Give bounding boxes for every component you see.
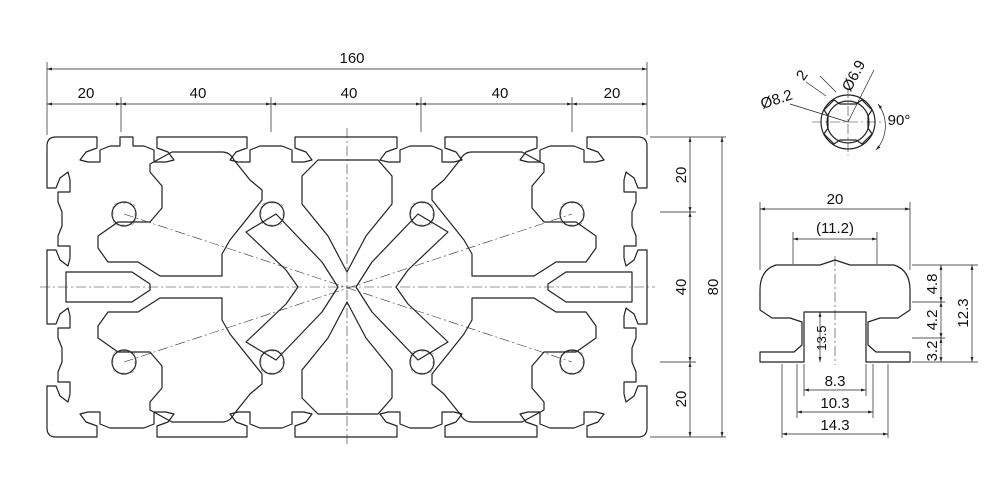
slot-depth-center: 13.5 xyxy=(814,325,829,350)
bore-hole xyxy=(111,349,137,375)
dim-width-3: 40 xyxy=(341,85,358,102)
main-profile: 160 20 40 40 40 20 20 40 20 80 xyxy=(40,50,726,446)
inner-cavities xyxy=(65,151,633,423)
top-dimensions: 160 20 40 40 40 20 xyxy=(46,50,648,135)
profile-outline xyxy=(46,136,648,438)
slot-bottom-width-2: 10.3 xyxy=(820,395,849,412)
bore-outer-diameter: Ø8.2 xyxy=(759,87,795,113)
bore-detail: Ø8.2 Ø6.9 2 90° xyxy=(759,58,911,156)
bore-angle: 90° xyxy=(888,112,911,129)
slot-detail: 20 (11.2) 13.5 4.8 4.2 3.2 12.3 xyxy=(759,191,978,438)
dim-width-1: 20 xyxy=(78,85,95,102)
bore-hole xyxy=(259,201,285,227)
slot-height-1: 4.8 xyxy=(924,274,941,295)
bore-hole xyxy=(559,349,585,375)
slot-bottom-width-3: 14.3 xyxy=(820,417,849,434)
bore-holes xyxy=(111,201,585,375)
slot-total-height: 12.3 xyxy=(955,298,972,327)
dim-overall-height: 80 xyxy=(705,279,722,296)
bore-hole xyxy=(111,201,137,227)
dim-height-1: 20 xyxy=(673,167,690,184)
dim-height-2: 40 xyxy=(673,279,690,296)
dim-width-2: 40 xyxy=(190,85,207,102)
slot-height-3: 3.2 xyxy=(924,341,941,362)
bore-hole xyxy=(559,201,585,227)
dim-overall-width: 160 xyxy=(339,50,364,67)
slot-opening-width: (11.2) xyxy=(816,220,854,237)
bore-hole xyxy=(409,349,435,375)
slot-top-width: 20 xyxy=(827,191,844,208)
bore-slot-width: 2 xyxy=(793,67,812,84)
right-dimensions: 20 40 20 80 xyxy=(650,136,726,438)
dim-height-3: 20 xyxy=(673,391,690,408)
bore-hole xyxy=(259,349,285,375)
dim-width-5: 20 xyxy=(604,85,621,102)
slot-bottom-width-1: 8.3 xyxy=(825,373,846,390)
bore-hole xyxy=(409,201,435,227)
slot-height-2: 4.2 xyxy=(924,310,941,331)
dim-width-4: 40 xyxy=(492,85,509,102)
center-lines xyxy=(40,128,655,446)
